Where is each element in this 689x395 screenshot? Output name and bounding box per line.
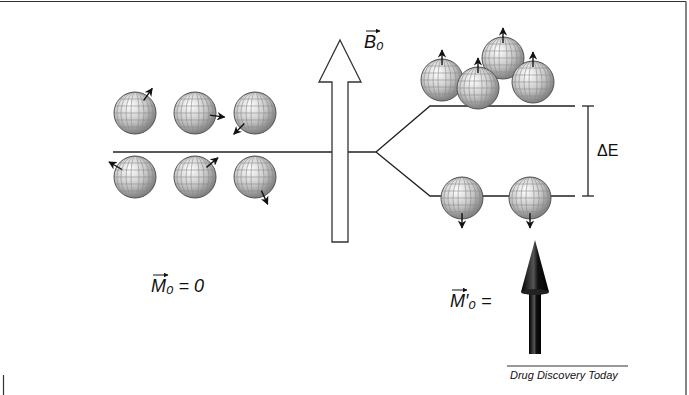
spin-sphere [234, 92, 276, 134]
spin-sphere [234, 156, 276, 204]
spin-sphere [174, 156, 218, 198]
spin-sphere [441, 177, 483, 228]
spin-sphere [421, 50, 463, 101]
magnetization-arrow [521, 240, 549, 354]
vector-marks [153, 31, 467, 290]
energy-gap-label: ΔE [597, 142, 618, 160]
credit-text: Drug Discovery Today [510, 369, 618, 381]
magnetization-label: M′₀ = [450, 292, 491, 312]
spin-sphere [174, 92, 225, 134]
spin-sphere [512, 52, 554, 103]
spin-sphere [114, 88, 156, 134]
energy-gap-bracket [582, 106, 594, 196]
spin-sphere [509, 177, 551, 228]
field-arrow [319, 40, 361, 242]
magnetization-label: M₀ = 0 [151, 277, 204, 297]
credit-rule [507, 366, 628, 367]
spin-sphere [457, 58, 499, 109]
field-label: B₀ [364, 33, 384, 53]
spin-sphere [109, 156, 156, 198]
spin-spheres [109, 28, 554, 228]
